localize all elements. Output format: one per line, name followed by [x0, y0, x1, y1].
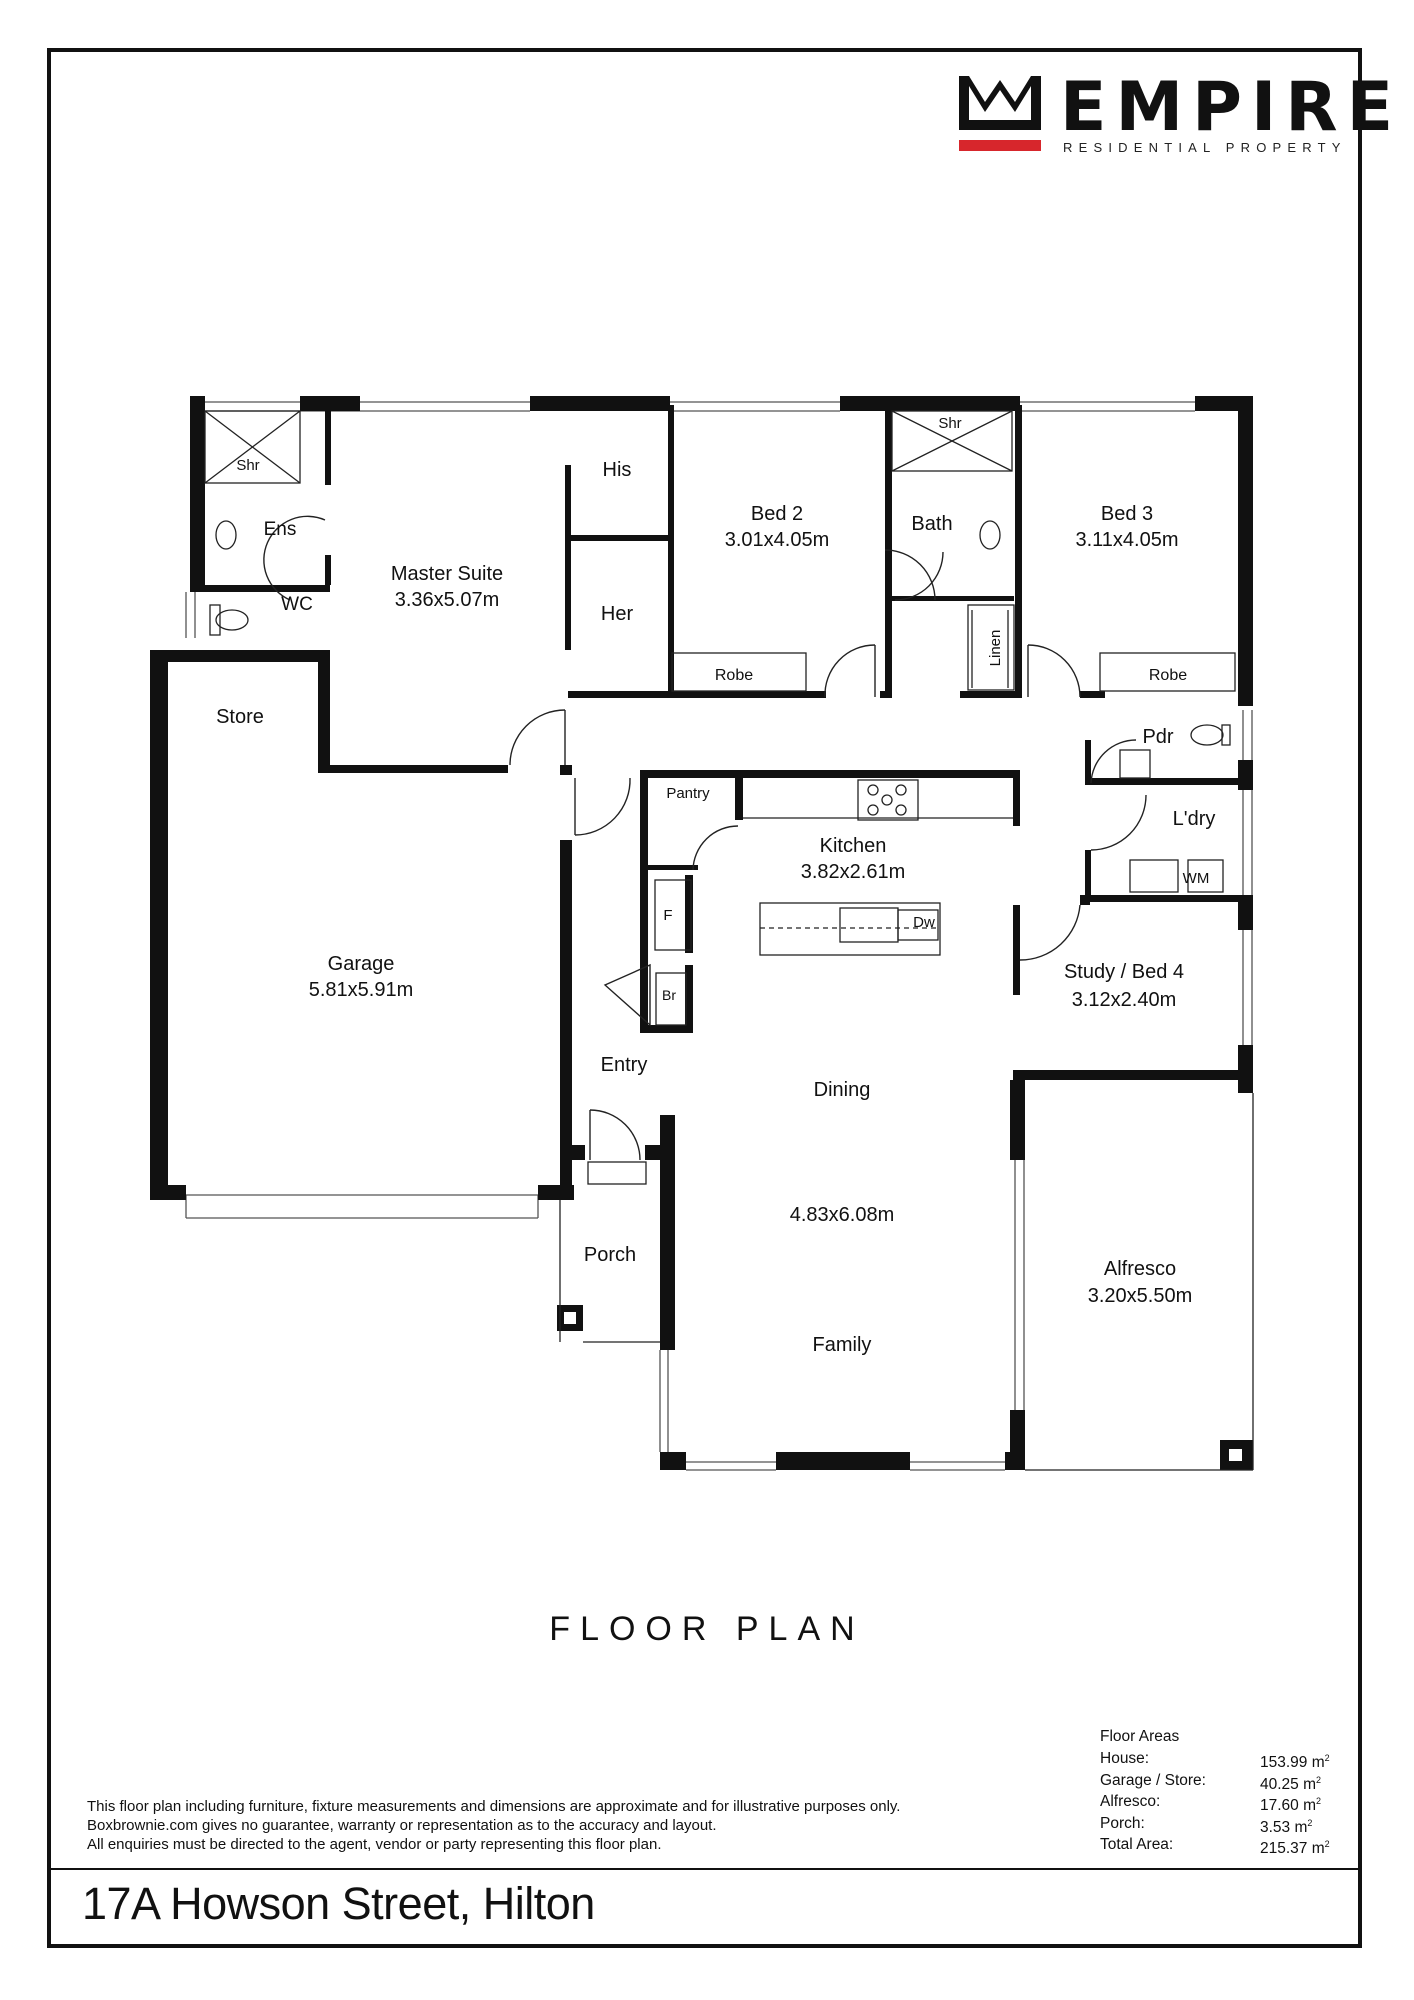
area-value: 215.37 m2 — [1260, 1839, 1330, 1858]
area-value: 40.25 m2 — [1260, 1774, 1322, 1793]
property-address: 17A Howson Street, Hilton — [82, 1878, 595, 1929]
area-value: 17.60 m2 — [1260, 1796, 1322, 1815]
area-label: House: — [1100, 1750, 1150, 1767]
room-name: Dining — [814, 1079, 871, 1101]
page-frame — [47, 48, 1362, 1948]
area-label: Alfresco: — [1100, 1793, 1161, 1810]
logo-accent-bar — [959, 140, 1041, 151]
disclaimer-line: This floor plan including furniture, fix… — [87, 1798, 901, 1815]
room-name: Shr — [236, 457, 259, 474]
brand-logo: EMPIRE RESIDENTIAL PROPERTY — [955, 72, 1393, 162]
room-dims: 3.01x4.05m — [725, 529, 830, 551]
room-name: Alfresco — [1104, 1258, 1176, 1280]
floor-area-row: Total Area: 215.37 m2 — [1100, 1834, 1350, 1858]
door-swings — [263, 515, 1147, 1161]
room-name: WM — [1183, 870, 1210, 887]
room-name: Family — [813, 1334, 872, 1356]
room-dims: 4.83x6.08m — [790, 1204, 895, 1226]
floor-area-row: Alfresco: 17.60 m2 — [1100, 1791, 1350, 1815]
brand-name: EMPIRE — [1060, 68, 1403, 147]
room-name: Pantry — [666, 785, 710, 802]
walls — [150, 396, 1253, 1470]
post-holes — [564, 1312, 1242, 1461]
room-name: Bed 2 — [751, 503, 803, 525]
room-name: Entry — [601, 1054, 648, 1076]
floor-area-row: House: 153.99 m2 — [1100, 1748, 1350, 1772]
plan-title: FLOOR PLAN — [549, 1610, 865, 1648]
room-name: Kitchen — [820, 835, 887, 857]
room-dims: 3.20x5.50m — [1088, 1285, 1193, 1307]
floor-area-row: Garage / Store: 40.25 m2 — [1100, 1770, 1350, 1793]
floor-areas-heading: Floor Areas — [1100, 1728, 1180, 1745]
footer-divider — [47, 1868, 1362, 1870]
room-name: Ens — [264, 519, 297, 540]
room-name: Robe — [1149, 667, 1187, 684]
floor-areas-table: Floor Areas House: 153.99 m2 Garage / St… — [1100, 1726, 1350, 1858]
room-dims: 5.81x5.91m — [309, 979, 414, 1001]
disclaimer: This floor plan including furniture, fix… — [87, 1797, 900, 1854]
room-name: Dw — [913, 914, 935, 931]
room-name: Bed 3 — [1101, 503, 1153, 525]
area-value: 3.53 m2 — [1260, 1817, 1313, 1836]
area-value: 153.99 m2 — [1260, 1753, 1330, 1772]
thin-outlines — [204, 410, 1254, 1471]
room-name: Master Suite — [391, 563, 503, 585]
room-dims: 3.11x4.05m — [1075, 529, 1178, 551]
room-name: Garage — [328, 953, 395, 975]
room-name: F — [663, 907, 672, 924]
window-lines — [185, 401, 1253, 1471]
crown-icon — [959, 76, 1041, 151]
room-name: L'dry — [1173, 808, 1216, 830]
room-dims: 3.36x5.07m — [395, 589, 500, 611]
room-name: Pdr — [1142, 726, 1173, 748]
room-labels: Shr Ens WC Master Suite 3.36x5.07m His H… — [216, 415, 1215, 1356]
room-name: Shr — [938, 415, 961, 432]
room-name: Her — [601, 603, 634, 625]
room-name: Br — [662, 987, 676, 1003]
area-label: Total Area: — [1100, 1836, 1174, 1853]
room-name: Study / Bed 4 — [1064, 961, 1184, 983]
room-name: WC — [281, 594, 313, 615]
area-label: Garage / Store: — [1100, 1771, 1206, 1789]
room-name: Porch — [584, 1244, 636, 1266]
room-name: Linen — [987, 630, 1004, 667]
room-name: His — [603, 459, 632, 481]
area-label: Porch: — [1100, 1814, 1145, 1832]
floor-area-row: Porch: 3.53 m2 — [1100, 1813, 1350, 1836]
room-name: Robe — [715, 667, 753, 684]
room-name: Store — [216, 706, 264, 728]
room-dims: 3.82x2.61m — [801, 861, 906, 883]
disclaimer-line: Boxbrownie.com gives no guarantee, warra… — [87, 1817, 717, 1834]
room-name: Bath — [911, 513, 952, 535]
brand-tagline: RESIDENTIAL PROPERTY — [1063, 140, 1347, 155]
room-dims: 3.12x2.40m — [1072, 989, 1177, 1011]
disclaimer-line: All enquiries must be directed to the ag… — [87, 1836, 662, 1853]
